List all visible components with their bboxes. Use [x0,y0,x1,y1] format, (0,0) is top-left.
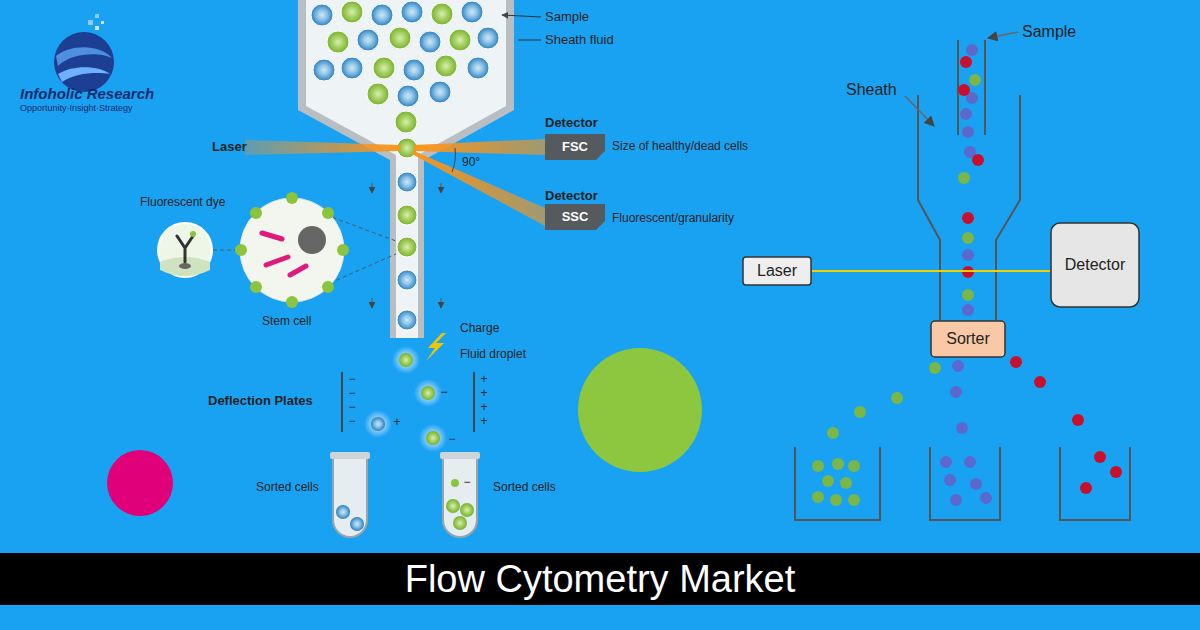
label: Detector [545,116,598,131]
label: + [480,373,487,387]
flow-cell [918,40,1020,320]
box-shape [1051,223,1139,307]
label: + [480,387,487,401]
title: Flow Cytometry Market [405,558,796,601]
label: Fluorescent/granularity [612,212,734,226]
label: − [348,401,355,415]
label: − [440,386,447,400]
label: Charge [460,322,499,336]
label: 90° [462,156,480,170]
label: − [348,373,355,387]
label: − [348,387,355,401]
leader-line [988,32,1018,38]
label: − [463,476,470,490]
ssc-detector: SSC [545,204,605,230]
sample-cells [311,1,499,330]
node-text: FSC [562,140,588,155]
label: Stem cell [262,315,311,329]
decor-circle [107,450,173,516]
test-tube [440,452,480,537]
label: Laser [212,140,247,155]
funnel-wall [298,0,514,338]
fsc-detector: FSC [545,134,605,160]
laser-beam-line [812,270,1050,272]
node-text: Detector [1065,256,1125,274]
label: Detector [545,189,598,204]
label: Sample [545,10,589,25]
node-text: Sorter [946,330,990,348]
label: Sheath [846,81,897,99]
label: Sorted cells [256,481,319,495]
label: Fluid droplet [460,348,526,362]
label: Opportunity·Insight·Strategy [20,103,133,113]
leader-line [502,15,541,17]
label: Sheath fluid [545,33,614,48]
detector-box: Detector [1050,222,1140,308]
label: Sorted cells [493,481,556,495]
node-text: Laser [757,262,797,280]
title-band [0,553,1200,605]
deflection-plate [341,372,343,432]
leader-line [905,96,934,126]
fsc-beam [414,139,545,155]
angle-arc [452,148,455,172]
label: Infoholic Research [20,85,154,102]
funnel-inner [306,0,506,338]
laser-box: Laser [742,256,812,286]
logo-globe [54,14,114,92]
detector-shape [545,134,605,160]
box-shape [743,257,811,285]
label: + [393,416,400,430]
label: Deflection Plates [208,394,313,409]
ssc-beam [412,151,545,226]
label: Sample [1022,23,1076,41]
label: − [348,415,355,429]
flow-arrows [372,183,441,308]
detector-shape [545,204,605,230]
stem-cell [158,192,396,308]
label: − [448,433,455,447]
label: + [480,401,487,415]
node-text: SSC [562,210,589,225]
charge-bolt [426,333,446,361]
collection-bin [795,447,1130,520]
sorter-box: Sorter [930,320,1006,358]
test-tube [330,452,370,537]
label: + [480,415,487,429]
label: Fluorescent dye [140,196,225,210]
deflection-plate [473,372,475,432]
laser-beam [245,140,400,155]
box-shape [931,321,1005,357]
leader-line [518,40,541,41]
decor-circle [578,348,702,472]
label: Size of healthy/dead cells [612,140,748,154]
droplets [364,346,447,452]
